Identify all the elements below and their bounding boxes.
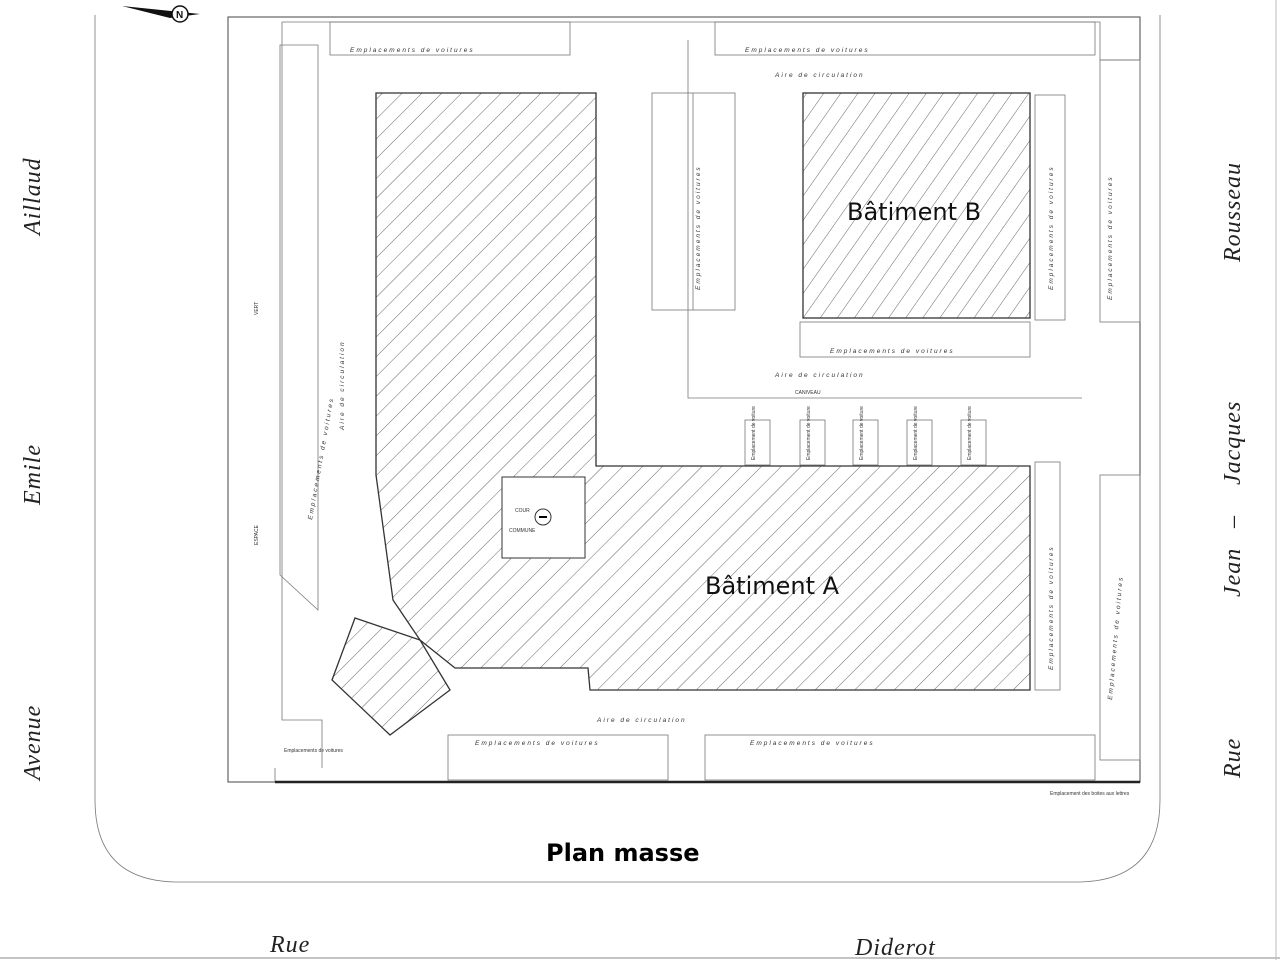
single-parking-stalls [744,419,987,466]
street-aillaud: Aillaud [20,157,46,237]
circulation-label: Aire de circulation [774,72,865,79]
parking-label: Emplacements de voitures [695,165,702,290]
parking-label: Emplacements de voitures [750,740,875,747]
espace-label: ESPACE [254,524,260,545]
batiment-b [802,92,1031,319]
street-emile: Emile [20,444,46,506]
stall-label: Emplacement de voiture [751,406,757,460]
street-jean: Jean [1220,548,1246,597]
street-rue-bottom: Rue [269,932,310,958]
caniveau-label: CANIVEAU [795,390,821,396]
stall-label: Emplacement de voiture [859,406,865,460]
north-arrow-icon: N [122,5,200,23]
stall-label: Emplacement de voiture [913,406,919,460]
parking-label: Emplacements de voitures [830,348,955,355]
parking-label: Emplacements de voitures [745,47,870,54]
parking-label: Emplacements de voitures [350,47,475,54]
batiment-a-label: Bâtiment A [705,572,840,600]
parking-label: Emplacements de voitures [1107,175,1114,300]
batiment-b-label: Bâtiment B [847,198,981,226]
street-rousseau: Rousseau [1220,162,1246,263]
plan-title: Plan masse [546,839,700,867]
cour-label: COUR [515,508,530,514]
parking-label: Emplacements de voitures [1107,575,1125,700]
commune-label: COMMUNE [509,528,536,534]
parking-label: Emplacements de voitures [1048,545,1055,670]
street-dash: – [1220,515,1246,529]
circulation-label: Aire de circulation [339,340,346,431]
parking-label: Emplacements de voitures [475,740,600,747]
caniveau-line [687,40,1082,399]
parking-strips [279,21,1141,781]
parking-label: Emplacements de voitures [1048,165,1055,290]
svg-text:N: N [176,10,183,21]
street-diderot: Diderot [854,935,936,960]
circulation-label: Aire de circulation [596,717,687,724]
stall-label: Emplacement de voiture [806,406,812,460]
stall-label: Emplacement de voiture [967,406,973,460]
circulation-label: Aire de circulation [774,372,865,379]
street-jacques: Jacques [1220,401,1246,485]
batiment-a-wing [331,617,451,736]
parking-label: Emplacements de voitures [284,748,343,754]
street-rue: Rue [1220,738,1246,779]
street-avenue: Avenue [20,705,46,782]
mailboxes-label: Emplacement des boites aux lettres [1050,791,1130,797]
vert-label: VERT [254,302,260,315]
parking-label: Emplacements de voitures [307,396,336,520]
lot-boundary [94,15,1161,883]
